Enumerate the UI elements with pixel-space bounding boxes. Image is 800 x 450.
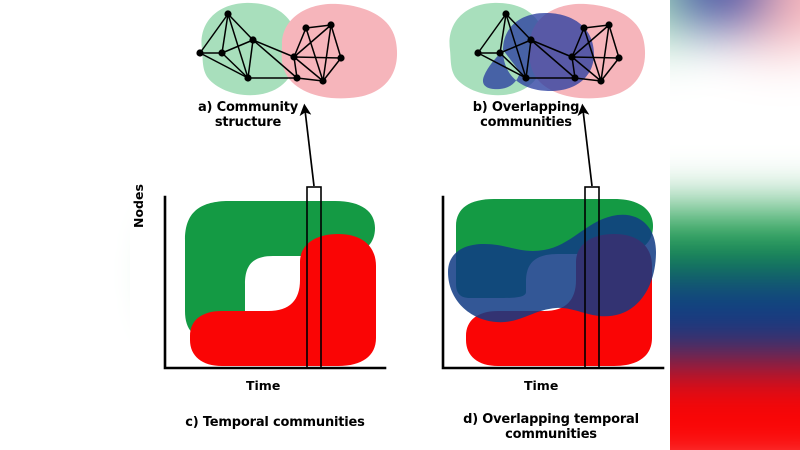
panel-b-nodes xyxy=(474,10,623,85)
panel-d-x-axis-label-time: Time xyxy=(524,378,559,393)
panel-d-arrow-to-panel-b xyxy=(577,103,593,187)
panel-b-network xyxy=(449,2,646,99)
panel-d-caption: d) Overlapping temporal communities xyxy=(463,412,639,443)
panel-c-red-stream xyxy=(190,234,376,366)
panel-a-network xyxy=(196,2,398,99)
panel-d-time-slice-marker xyxy=(584,186,600,369)
panel-c-x-axis-label-time: Time xyxy=(246,378,281,393)
panel-a-nodes xyxy=(196,10,345,85)
panel-b-caption: b) Overlapping communities xyxy=(472,100,580,131)
panel-b-edges xyxy=(477,13,620,82)
panel-c-temporal xyxy=(163,103,387,370)
panel-c-arrow-to-panel-a xyxy=(299,103,315,187)
panel-d-temporal xyxy=(441,103,665,370)
main-figure xyxy=(130,0,670,450)
panel-d-blue-stream xyxy=(448,214,656,323)
panel-c-time-slice-marker xyxy=(306,186,322,369)
panel-b-blue-community-blob xyxy=(482,12,594,92)
panel-c-caption: c) Temporal communities xyxy=(185,415,365,430)
y-axis-label-nodes: Nodes xyxy=(131,184,146,228)
panel-a-caption: a) Community structure xyxy=(197,100,299,131)
panel-a-edges xyxy=(199,13,342,82)
